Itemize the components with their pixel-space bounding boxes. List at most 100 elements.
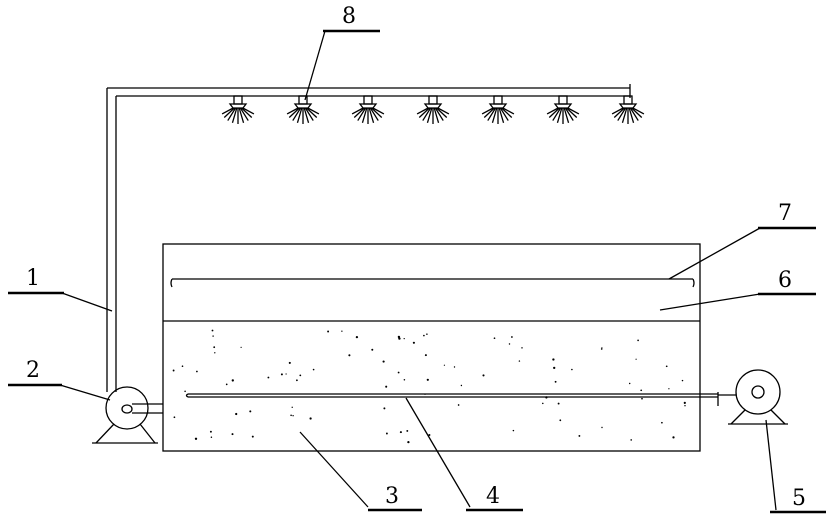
media-grain: [681, 379, 684, 382]
spray-nozzle: [481, 95, 515, 124]
label-4: 4: [486, 484, 500, 509]
label-underlines: [8, 29, 826, 514]
media-grain: [225, 383, 228, 386]
label-2: 2: [26, 358, 40, 383]
media-grain: [554, 380, 557, 383]
media-grain: [196, 370, 198, 373]
media-grain: [341, 330, 343, 332]
water-tank: [162, 243, 701, 452]
media-grain: [428, 433, 431, 437]
media-grain: [403, 337, 405, 340]
media-grain: [296, 379, 298, 382]
media-grain: [173, 416, 176, 419]
media-grain: [512, 429, 515, 432]
media-grain: [312, 368, 315, 371]
media-grain: [385, 432, 388, 435]
media-grain: [518, 360, 521, 362]
media-grain: [382, 360, 385, 363]
media-grain: [397, 371, 400, 374]
media-grain: [684, 405, 686, 407]
media-grain: [457, 404, 460, 406]
spray-nozzle: [416, 95, 450, 124]
media-grain: [559, 419, 562, 422]
media-grain: [184, 390, 186, 393]
media-grain: [578, 434, 581, 437]
media-grain: [240, 346, 242, 348]
media-grain: [210, 436, 213, 439]
media-grain: [665, 365, 668, 368]
media-grain: [235, 412, 238, 416]
media-grain: [635, 358, 637, 360]
filter-media: [172, 329, 686, 444]
media-grain: [212, 335, 214, 337]
media-grain: [661, 421, 663, 424]
media-grain: [443, 364, 446, 366]
media-grain: [552, 358, 555, 361]
spray-nozzle-row: [221, 95, 645, 124]
media-grain: [249, 410, 252, 413]
media-grain: [290, 414, 292, 417]
media-grain: [327, 330, 330, 333]
media-grain: [280, 373, 283, 376]
media-grain: [482, 374, 485, 377]
media-grain: [628, 382, 631, 385]
media-grain: [267, 376, 270, 379]
media-grain: [291, 406, 293, 408]
media-grain: [508, 343, 511, 345]
media-grain: [426, 378, 429, 381]
label-8: 8: [342, 4, 356, 29]
media-grain: [181, 365, 184, 368]
media-grain: [640, 389, 643, 392]
media-grain: [553, 366, 556, 370]
media-grain: [571, 368, 573, 371]
media-grain: [668, 388, 670, 390]
media-grain: [426, 333, 428, 335]
media-grain: [371, 348, 374, 351]
supply-pipe: [106, 84, 631, 392]
media-grain: [630, 439, 633, 441]
internal-pipe: [185, 392, 719, 406]
media-grain: [251, 435, 254, 438]
media-grain: [194, 437, 198, 440]
media-grain: [292, 415, 294, 417]
media-grain: [460, 384, 463, 387]
media-grain: [348, 354, 351, 357]
media-grain: [542, 402, 544, 405]
left-pump: [92, 386, 163, 444]
leader-lines: [59, 30, 777, 511]
media-grain: [424, 393, 426, 395]
media-grain: [511, 336, 513, 338]
media-grain: [211, 329, 214, 332]
label-7: 7: [778, 201, 792, 226]
media-grain: [213, 346, 216, 349]
media-grain: [231, 433, 234, 436]
right-pump: [718, 369, 788, 425]
media-grain: [557, 402, 560, 405]
media-grain: [299, 374, 302, 377]
media-grain: [172, 369, 175, 372]
label-6: 6: [778, 268, 792, 293]
media-grain: [641, 397, 643, 400]
collector-pipe: [170, 278, 695, 288]
media-grain: [521, 347, 523, 349]
media-grain: [412, 341, 415, 344]
media-grain: [545, 396, 548, 399]
label-1: 1: [26, 266, 40, 291]
media-grain: [403, 379, 406, 381]
spray-nozzle: [286, 95, 320, 124]
media-grain: [683, 401, 686, 404]
media-grain: [407, 440, 410, 444]
media-grain: [231, 379, 234, 382]
media-grain: [453, 366, 456, 368]
spray-nozzle: [611, 95, 645, 124]
media-grain: [285, 373, 287, 375]
media-grain: [385, 385, 388, 388]
label-3: 3: [385, 484, 399, 509]
media-grain: [600, 348, 603, 350]
media-grain: [423, 334, 425, 337]
media-grain: [397, 335, 401, 339]
spray-nozzle: [221, 95, 255, 124]
media-grain: [601, 426, 603, 429]
media-grain: [672, 436, 675, 439]
